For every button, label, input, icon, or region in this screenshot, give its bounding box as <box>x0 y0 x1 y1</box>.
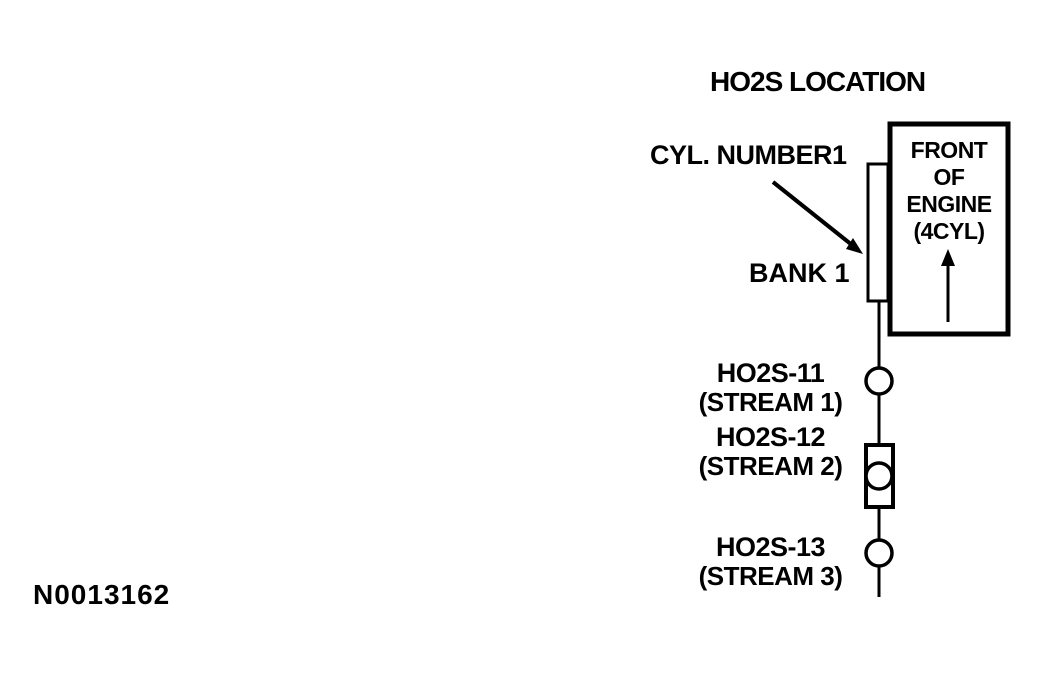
bank1-manifold-rectangle <box>866 162 890 303</box>
front-of-engine-line4: (4CYL) <box>913 218 985 244</box>
cyl-number-label: CYL. NUMBER1 <box>650 140 847 170</box>
ho2s-11-name: HO2S-11 <box>716 358 825 388</box>
ho2s-12-stream: (STREAM 2) <box>698 451 843 481</box>
figure-code: N0013162 <box>33 579 171 610</box>
ho2s-13-stream: (STREAM 3) <box>698 561 843 591</box>
bank1-label: BANK 1 <box>749 258 850 288</box>
ho2s-11-sensor-circle <box>864 366 894 396</box>
ho2s-13-sensor-circle <box>864 538 894 568</box>
front-of-engine-line2: OF <box>933 164 965 190</box>
front-direction-arrowhead-icon <box>941 249 955 266</box>
ho2s-11-stream: (STREAM 1) <box>698 387 843 417</box>
front-of-engine-line3: ENGINE <box>906 191 992 217</box>
front-of-engine-line1: FRONT <box>910 137 988 163</box>
ho2s-11-label: HO2S-11 (STREAM 1) <box>688 359 853 417</box>
ho2s-12-sensor-circle <box>864 461 894 491</box>
front-direction-arrow-icon <box>941 249 955 322</box>
ho2s-12-name: HO2S-12 <box>715 422 826 452</box>
cyl-number-arrow-shaft <box>771 180 854 247</box>
cyl-number-arrow <box>771 180 863 254</box>
ho2s-13-label: HO2S-13 (STREAM 3) <box>688 533 853 591</box>
ho2s-12-label: HO2S-12 (STREAM 2) <box>688 423 853 481</box>
front-of-engine-text: FRONT OF ENGINE (4CYL) <box>891 137 1007 245</box>
diagram-title: HO2S LOCATION <box>710 66 926 97</box>
cyl-number-arrowhead-icon <box>846 238 863 254</box>
ho2s-13-name: HO2S-13 <box>715 532 826 562</box>
